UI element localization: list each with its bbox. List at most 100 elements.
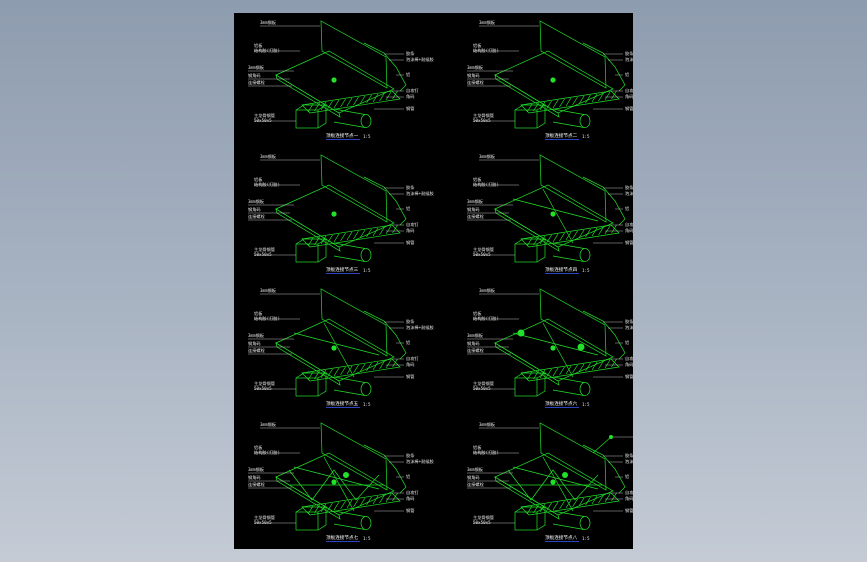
hatch-line bbox=[598, 360, 604, 370]
label-left: 钢角码 bbox=[248, 72, 261, 79]
hatch-line bbox=[359, 363, 366, 373]
label-right: 胶条 bbox=[625, 318, 633, 325]
label-left: 钢角码 bbox=[248, 340, 261, 347]
label-left: 主龙骨钢管 bbox=[254, 246, 275, 253]
label-right: 自攻钉 bbox=[406, 87, 419, 94]
label-left: 主龙骨钢管 bbox=[254, 514, 275, 521]
label-left: 3mm钢板 bbox=[248, 198, 265, 205]
detail-panel[interactable]: 3mm钢板铝板结构胶(打胶)3mm钢板钢角码连接螺栓主龙骨钢管50x50x5胶条… bbox=[248, 421, 434, 542]
hatch-line bbox=[565, 97, 572, 107]
label-right: 胶条 bbox=[406, 318, 415, 325]
node-structure bbox=[275, 154, 407, 263]
label-right: 自攻钉 bbox=[406, 221, 419, 228]
label-left: 钢角码 bbox=[467, 340, 480, 347]
hatch-line bbox=[604, 225, 611, 235]
label-right: 铝 bbox=[625, 473, 629, 480]
round-pipe-end bbox=[579, 248, 591, 262]
label-right: 自攻钉 bbox=[625, 355, 633, 362]
hatch-line bbox=[585, 94, 591, 104]
hatch-line bbox=[340, 232, 346, 242]
label-right: 胶条 bbox=[625, 452, 633, 459]
hatch-line bbox=[379, 494, 385, 504]
detail-panel[interactable]: 3mm钢板铝板结构胶(打胶)3mm钢板钢角码连接螺栓主龙骨钢管50x50x5胶条… bbox=[248, 287, 434, 408]
tie-rod bbox=[592, 436, 612, 454]
square-tube bbox=[514, 243, 538, 263]
tube-top bbox=[295, 372, 328, 379]
label-left: 50x50x5 bbox=[254, 252, 272, 257]
label-left: 50x50x5 bbox=[473, 386, 491, 391]
label-right: 铝 bbox=[625, 205, 629, 212]
hatch-line bbox=[385, 91, 392, 101]
hatch-line bbox=[333, 99, 340, 109]
pipe-edge bbox=[333, 108, 366, 115]
pipe-edge bbox=[552, 242, 585, 249]
detail-panel[interactable]: 不锈钢拉杆3mm钢板铝板结构胶(打胶)3mm钢板钢角码连接螺栓主龙骨钢管50x5… bbox=[467, 421, 633, 542]
label-left: 钢角码 bbox=[248, 474, 261, 481]
label-left: 铝板 bbox=[254, 444, 263, 451]
label-right: 角码 bbox=[406, 93, 414, 100]
panel-caption: 顶板连接节点六 bbox=[545, 400, 578, 407]
panel-scale: 1:5 bbox=[582, 402, 590, 407]
label-top: 3mm钢板 bbox=[260, 153, 277, 160]
connector-node bbox=[577, 343, 585, 351]
hatch-line bbox=[333, 233, 340, 243]
anchor-bolt bbox=[331, 479, 337, 485]
detail-panel[interactable]: 3mm钢板铝板结构胶(打胶)3mm钢板钢角码连接螺栓主龙骨钢管50x50x5胶条… bbox=[467, 19, 633, 140]
hatch-line bbox=[546, 100, 552, 110]
hatch-line bbox=[559, 366, 565, 376]
tube-side bbox=[317, 373, 327, 397]
hatch-line bbox=[392, 492, 398, 502]
label-right: 胶条 bbox=[625, 50, 633, 57]
label-left: 3mm钢板 bbox=[467, 466, 484, 473]
detail-panel[interactable]: 3mm钢板铝板结构胶(打胶)3mm钢板钢角码连接螺栓主龙骨钢管50x50x5胶条… bbox=[248, 19, 434, 140]
panel-scale: 1:5 bbox=[582, 134, 590, 139]
pipe-edge bbox=[333, 510, 366, 517]
label-right: 自攻钉 bbox=[625, 221, 633, 228]
cross-rod bbox=[323, 456, 355, 512]
label-right: 自攻钉 bbox=[406, 355, 419, 362]
label-right: 角码 bbox=[406, 227, 414, 234]
tube-side bbox=[317, 105, 327, 129]
hatch-line bbox=[611, 90, 617, 100]
node-structure bbox=[494, 288, 626, 397]
hatch-line bbox=[585, 228, 591, 238]
pipe-edge bbox=[333, 389, 366, 396]
cross-rod bbox=[323, 322, 355, 378]
hatch-line bbox=[539, 369, 546, 379]
cross-rod bbox=[293, 332, 380, 356]
detail-panel[interactable]: 3mm钢板铝板结构胶(打胶)3mm钢板钢角码连接螺栓主龙骨钢管50x50x5胶条… bbox=[467, 287, 633, 408]
hatch-line bbox=[598, 92, 604, 102]
hatch-line bbox=[327, 100, 333, 110]
hatch-line bbox=[559, 98, 565, 108]
anchor-bolt bbox=[331, 211, 337, 217]
detail-panel[interactable]: 3mm钢板铝板结构胶(打胶)3mm钢板钢角码连接螺栓主龙骨钢管50x50x5胶条… bbox=[248, 153, 434, 274]
label-right: 角码 bbox=[406, 361, 414, 368]
node-structure bbox=[494, 422, 626, 531]
label-right: 钢管 bbox=[625, 105, 633, 112]
panel-caption: 顶板连接节点一 bbox=[326, 132, 359, 139]
label-right: 胶条 bbox=[406, 452, 415, 459]
hatch-line bbox=[591, 227, 598, 237]
hatch-line bbox=[359, 229, 366, 239]
label-left: 50x50x5 bbox=[473, 118, 491, 123]
label-left: 结构胶(打胶) bbox=[473, 47, 499, 54]
back-plate bbox=[320, 20, 388, 89]
hatch-line bbox=[340, 500, 346, 510]
detail-panel[interactable]: 3mm钢板铝板结构胶(打胶)3mm钢板钢角码连接螺栓主龙骨钢管50x50x5胶条… bbox=[467, 153, 633, 274]
hatch-line bbox=[591, 93, 598, 103]
hatch-line bbox=[552, 501, 559, 511]
panel-edge bbox=[494, 342, 560, 386]
fin-plate bbox=[582, 310, 626, 360]
label-left: 连接螺栓 bbox=[248, 481, 266, 488]
fin-plate bbox=[363, 310, 407, 360]
hatch-line bbox=[353, 364, 359, 374]
hatch-line bbox=[565, 231, 572, 241]
panel-edge bbox=[494, 208, 560, 252]
label-top: 3mm钢板 bbox=[479, 19, 496, 26]
hatch-line bbox=[327, 368, 333, 378]
panel-caption: 顶板连接节点三 bbox=[326, 266, 359, 273]
label-left: 铝板 bbox=[254, 310, 263, 317]
node-structure bbox=[275, 20, 407, 129]
